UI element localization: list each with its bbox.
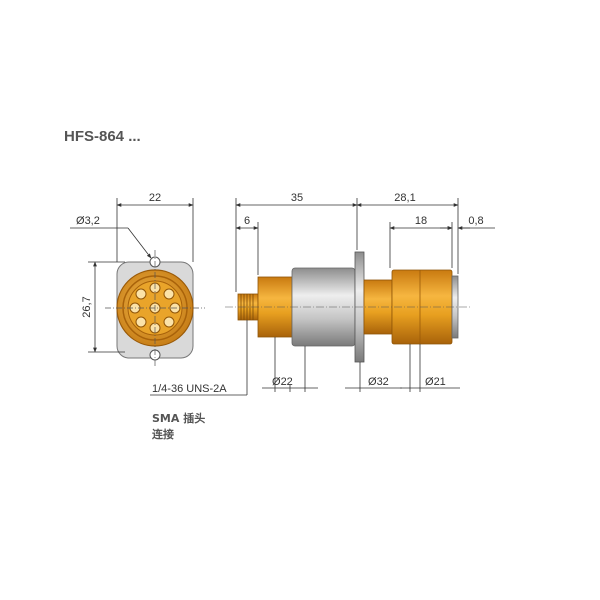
dim-dia-front: Ø22: [272, 376, 293, 388]
dim-front-height: 26,7: [81, 296, 93, 317]
dim-dia-rear: Ø21: [425, 376, 446, 388]
product-title: HFS-864 ...: [64, 128, 141, 145]
side-dimensions: [150, 198, 495, 396]
dim-thread: 1/4-36 UNS-2A: [152, 383, 227, 395]
front-dimensions: [70, 198, 194, 353]
front-view: [105, 250, 205, 368]
dim-rear-length: 18: [415, 215, 427, 227]
side-view: [225, 251, 470, 363]
dim-sma-length: 6: [244, 215, 250, 227]
connector-note-line2: 连接: [152, 428, 174, 441]
dim-dia-flange: Ø32: [368, 376, 389, 388]
dim-front-width: 22: [149, 192, 161, 204]
dim-hole-diameter: Ø3,2: [76, 215, 100, 227]
dim-body-length: 35: [291, 192, 303, 204]
dim-flange-to-end: 28,1: [394, 192, 415, 204]
dim-end-length: 0,8: [468, 215, 483, 227]
connector-note-line1: SMA 插头: [152, 412, 206, 425]
